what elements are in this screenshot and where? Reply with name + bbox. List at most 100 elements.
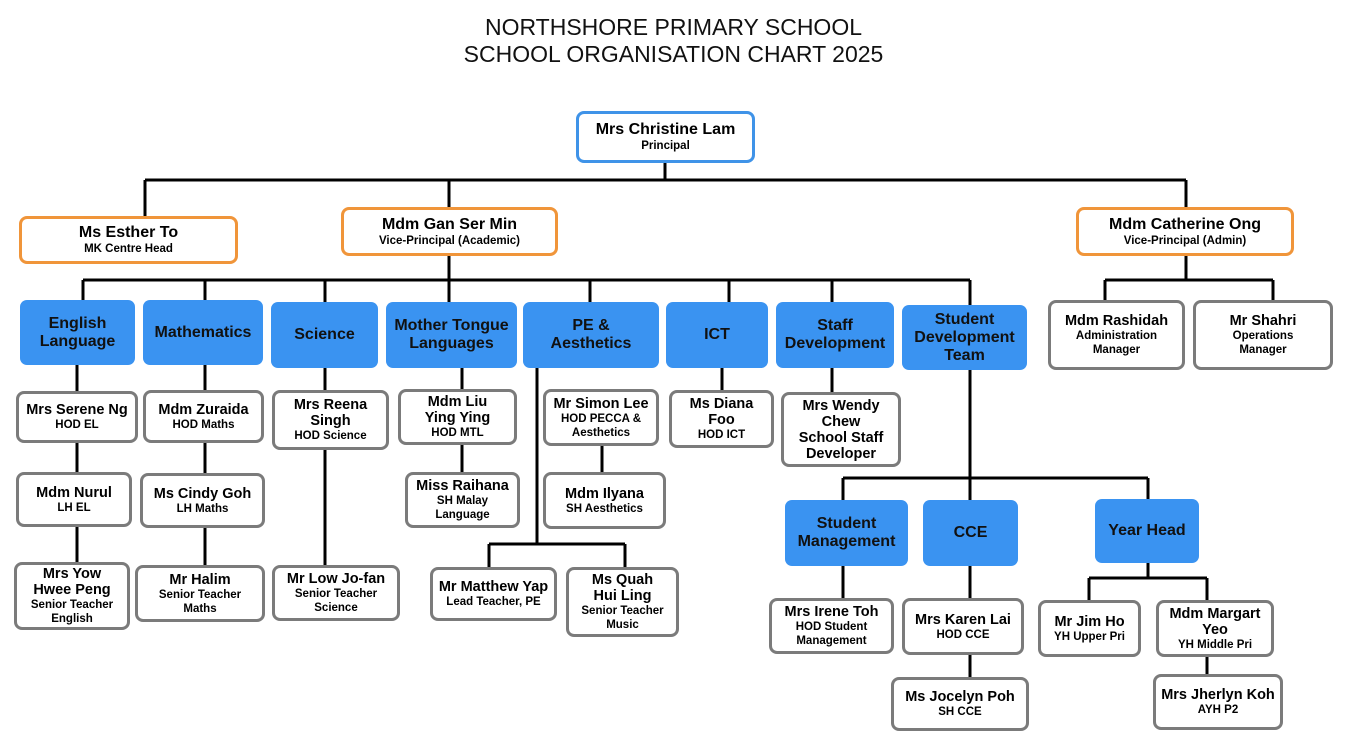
staff-name: Mr Matthew Yap <box>438 579 549 595</box>
staff-name: Mdm Nurul <box>36 484 112 501</box>
dept-english-language: English Language <box>20 300 135 365</box>
dept-ict: ICT <box>666 302 768 368</box>
staff-role: HOD Student Management <box>795 621 868 647</box>
dept-science-label: Science <box>294 326 355 343</box>
staff-name: Mrs Reena Singh <box>293 397 368 429</box>
staff-raihana: Miss Raihana SH Malay Language <box>405 472 520 528</box>
staff-quah-hui-ling: Ms Quah Hui Ling Senior Teacher Music <box>566 567 679 637</box>
staff-role: Senior Teacher Music <box>581 605 664 631</box>
staff-name: Mr Simon Lee <box>553 395 649 412</box>
staff-role: SH Aesthetics <box>566 502 643 515</box>
mk-centre-head-role: MK Centre Head <box>84 243 173 255</box>
dept-maths-label: Mathematics <box>154 323 252 341</box>
staff-name: Mrs Jherlyn Koh <box>1161 687 1275 703</box>
staff-role: Administration Manager <box>1075 330 1158 356</box>
staff-name: Mrs Serene Ng <box>26 402 128 418</box>
staff-name: Mrs Irene Toh <box>784 604 879 620</box>
school-name: NORTHSHORE PRIMARY SCHOOL <box>484 14 863 40</box>
staff-role: SH CCE <box>938 706 982 718</box>
staff-margart-yeo: Mdm Margart Yeo YH Middle Pri <box>1156 600 1274 657</box>
staff-role: AYH P2 <box>1197 704 1239 716</box>
staff-name: Mrs Yow Hwee Peng <box>33 566 111 598</box>
staff-role: HOD EL <box>55 419 99 431</box>
staff-name: Miss Raihana <box>416 478 509 494</box>
staff-role: SH Malay Language <box>435 495 490 521</box>
staff-role: Lead Teacher, PE <box>446 596 541 608</box>
staff-jim-ho: Mr Jim Ho YH Upper Pri <box>1038 600 1141 657</box>
staff-jocelyn-poh: Ms Jocelyn Poh SH CCE <box>891 677 1029 731</box>
staff-role: HOD CCE <box>936 628 990 641</box>
staff-jherlyn-koh: Mrs Jherlyn Koh AYH P2 <box>1153 674 1283 730</box>
principal-box: Mrs Christine Lam Principal <box>576 111 755 163</box>
dept-pe-label: PE & Aesthetics <box>550 317 632 352</box>
staff-serene-ng: Mrs Serene Ng HOD EL <box>16 391 138 443</box>
staff-name: Ms Cindy Goh <box>153 485 252 502</box>
dept-english-label: English Language <box>39 314 116 350</box>
principal-role: Principal <box>641 140 690 152</box>
staff-name: Mdm Rashidah <box>1064 313 1169 329</box>
staff-role: YH Middle Pri <box>1177 638 1253 651</box>
dept-pe-aesthetics: PE & Aesthetics <box>523 302 659 368</box>
staff-name: Mdm Ilyana <box>565 485 644 502</box>
chart-subtitle: SCHOOL ORGANISATION CHART 2025 <box>463 41 884 67</box>
chart-title: NORTHSHORE PRIMARY SCHOOL SCHOOL ORGANIS… <box>0 14 1347 68</box>
staff-diana-foo: Ms Diana Foo HOD ICT <box>669 390 774 448</box>
dept-year-head: Year Head <box>1095 499 1199 563</box>
dept-student-development-team: Student Development Team <box>902 305 1027 370</box>
staff-role: Senior Teacher Science <box>294 588 378 614</box>
staff-name: Mdm Zuraida <box>158 401 249 418</box>
staff-shahri: Mr Shahri Operations Manager <box>1193 300 1333 370</box>
staff-liu-ying-ying: Mdm Liu Ying Ying HOD MTL <box>398 389 517 445</box>
dept-cce-label: CCE <box>953 524 988 541</box>
staff-nurul: Mdm Nurul LH EL <box>16 472 132 527</box>
dept-mathematics: Mathematics <box>143 300 263 365</box>
vp-admin-role: Vice-Principal (Admin) <box>1123 234 1247 247</box>
dept-sdt-label: Student Development Team <box>914 310 1015 364</box>
staff-name: Mr Low Jo-fan <box>286 571 386 587</box>
staff-reena-singh: Mrs Reena Singh HOD Science <box>272 390 389 450</box>
dept-student-management: Student Management <box>785 500 908 566</box>
staff-name: Mr Shahri <box>1229 313 1297 329</box>
staff-wendy-chew: Mrs Wendy Chew School Staff Developer <box>781 392 901 467</box>
principal-name: Mrs Christine Lam <box>595 121 736 138</box>
staff-name: Ms Jocelyn Poh <box>905 689 1015 705</box>
staff-name: Mrs Wendy Chew School Staff Developer <box>798 397 884 462</box>
staff-role: Senior Teacher English <box>30 599 114 625</box>
dept-staffdev-label: Staff Development <box>784 317 886 352</box>
staff-name: Mrs Karen Lai <box>915 611 1011 628</box>
staff-rashidah: Mdm Rashidah Administration Manager <box>1048 300 1185 370</box>
staff-yow-hwee-peng: Mrs Yow Hwee Peng Senior Teacher English <box>14 562 130 630</box>
staff-simon-lee: Mr Simon Lee HOD PECCA & Aesthetics <box>543 389 659 446</box>
vp-admin-name: Mdm Catherine Ong <box>1108 215 1261 233</box>
staff-role: HOD MTL <box>431 427 484 439</box>
staff-role: LH Maths <box>176 502 229 515</box>
staff-role: HOD ICT <box>697 429 746 441</box>
dept-mother-tongue: Mother Tongue Languages <box>386 302 517 368</box>
staff-name: Mdm Margart Yeo <box>1169 605 1261 638</box>
staff-low-jo-fan: Mr Low Jo-fan Senior Teacher Science <box>272 565 400 621</box>
staff-cindy-goh: Ms Cindy Goh LH Maths <box>140 473 265 528</box>
mk-centre-head-name: Ms Esther To <box>78 224 179 241</box>
staff-role: LH EL <box>57 501 91 514</box>
dept-cce: CCE <box>923 500 1018 566</box>
mk-centre-head-box: Ms Esther To MK Centre Head <box>19 216 238 264</box>
staff-role: Operations Manager <box>1232 330 1294 356</box>
vp-academic-box: Mdm Gan Ser Min Vice-Principal (Academic… <box>341 207 558 256</box>
dept-ict-label: ICT <box>704 326 730 343</box>
dept-yearhead-label: Year Head <box>1108 522 1186 539</box>
staff-halim: Mr Halim Senior Teacher Maths <box>135 565 265 622</box>
staff-name: Mr Halim <box>169 571 231 588</box>
staff-matthew-yap: Mr Matthew Yap Lead Teacher, PE <box>430 567 557 621</box>
vp-academic-name: Mdm Gan Ser Min <box>381 215 518 233</box>
staff-role: HOD PECCA & Aesthetics <box>560 412 642 439</box>
staff-ilyana: Mdm Ilyana SH Aesthetics <box>543 472 666 529</box>
staff-name: Mdm Liu Ying Ying <box>424 394 491 426</box>
staff-role: HOD Maths <box>172 418 235 431</box>
staff-role: HOD Science <box>294 430 367 442</box>
staff-karen-lai: Mrs Karen Lai HOD CCE <box>902 598 1024 655</box>
staff-irene-toh: Mrs Irene Toh HOD Student Management <box>769 598 894 654</box>
dept-studentmgmt-label: Student Management <box>797 515 896 550</box>
dept-science: Science <box>271 302 378 368</box>
vp-admin-box: Mdm Catherine Ong Vice-Principal (Admin) <box>1076 207 1294 256</box>
staff-name: Ms Diana Foo <box>689 396 754 428</box>
